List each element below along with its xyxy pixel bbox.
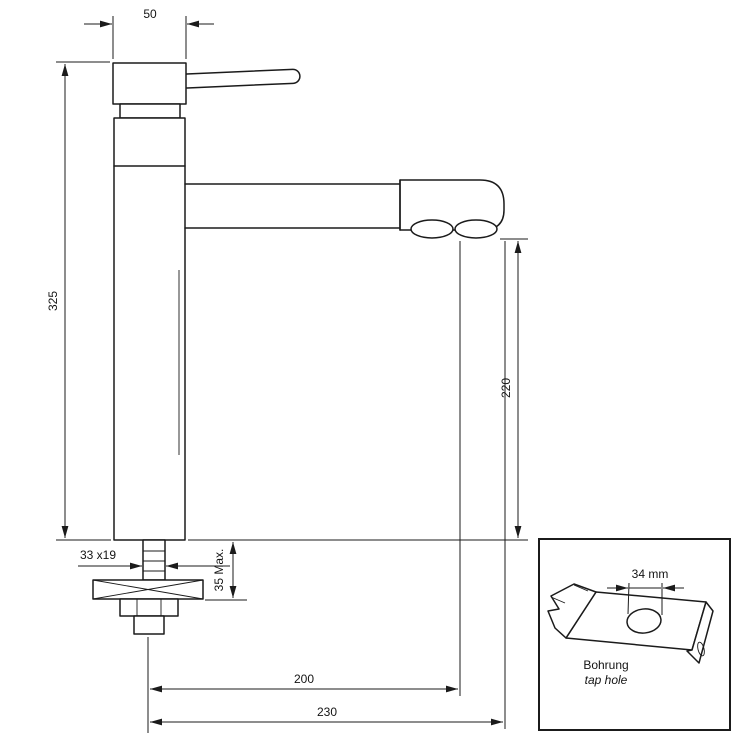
bottom-fitting — [133, 615, 165, 635]
bohrung-label: Bohrung — [583, 658, 628, 672]
tap-hole-label: tap hole — [585, 673, 628, 687]
bracket-side-flap — [686, 601, 714, 664]
faucet-outline-drawing — [92, 62, 505, 635]
dim-deck-35max: 35 Max. — [205, 542, 247, 601]
faucet-body — [113, 117, 186, 541]
spout-outlet-right — [454, 219, 498, 239]
faucet-head — [112, 62, 187, 105]
spout-outlet-left — [410, 219, 454, 239]
faucet-lever — [179, 68, 301, 89]
dim-label-230: 230 — [317, 705, 337, 719]
dim-label-33x19: 33 x19 — [80, 548, 116, 562]
dim-height-325: 325 — [46, 61, 111, 541]
dim-label-220: 220 — [499, 378, 513, 398]
tap-hole-inset: 34 mm Bohrung tap hole — [538, 538, 731, 731]
base-flange — [92, 579, 204, 600]
dim-label-35max: 35 Max. — [212, 549, 226, 592]
shank — [142, 539, 166, 581]
dim-hole-34mm: 34 mm — [607, 567, 684, 615]
dim-thread-33x19: 33 x19 — [78, 548, 230, 570]
dim-spout-height-220: 220 — [188, 238, 528, 541]
dim-reach-230: 230 — [150, 241, 506, 729]
bracket-slot — [697, 641, 705, 657]
tap-hole-sketch — [547, 583, 714, 664]
bracket-clip-edge — [547, 583, 597, 639]
lock-nut — [119, 598, 179, 617]
dim-label-50: 50 — [143, 7, 157, 21]
dim-label-325: 325 — [46, 291, 60, 311]
dim-reach-200: 200 — [147, 241, 461, 733]
dim-label-34mm: 34 mm — [632, 567, 669, 581]
faucet-collar — [119, 103, 181, 119]
dim-width-50: 50 — [84, 7, 214, 59]
dim-label-200: 200 — [294, 672, 314, 686]
tap-hole-circle — [626, 608, 662, 634]
